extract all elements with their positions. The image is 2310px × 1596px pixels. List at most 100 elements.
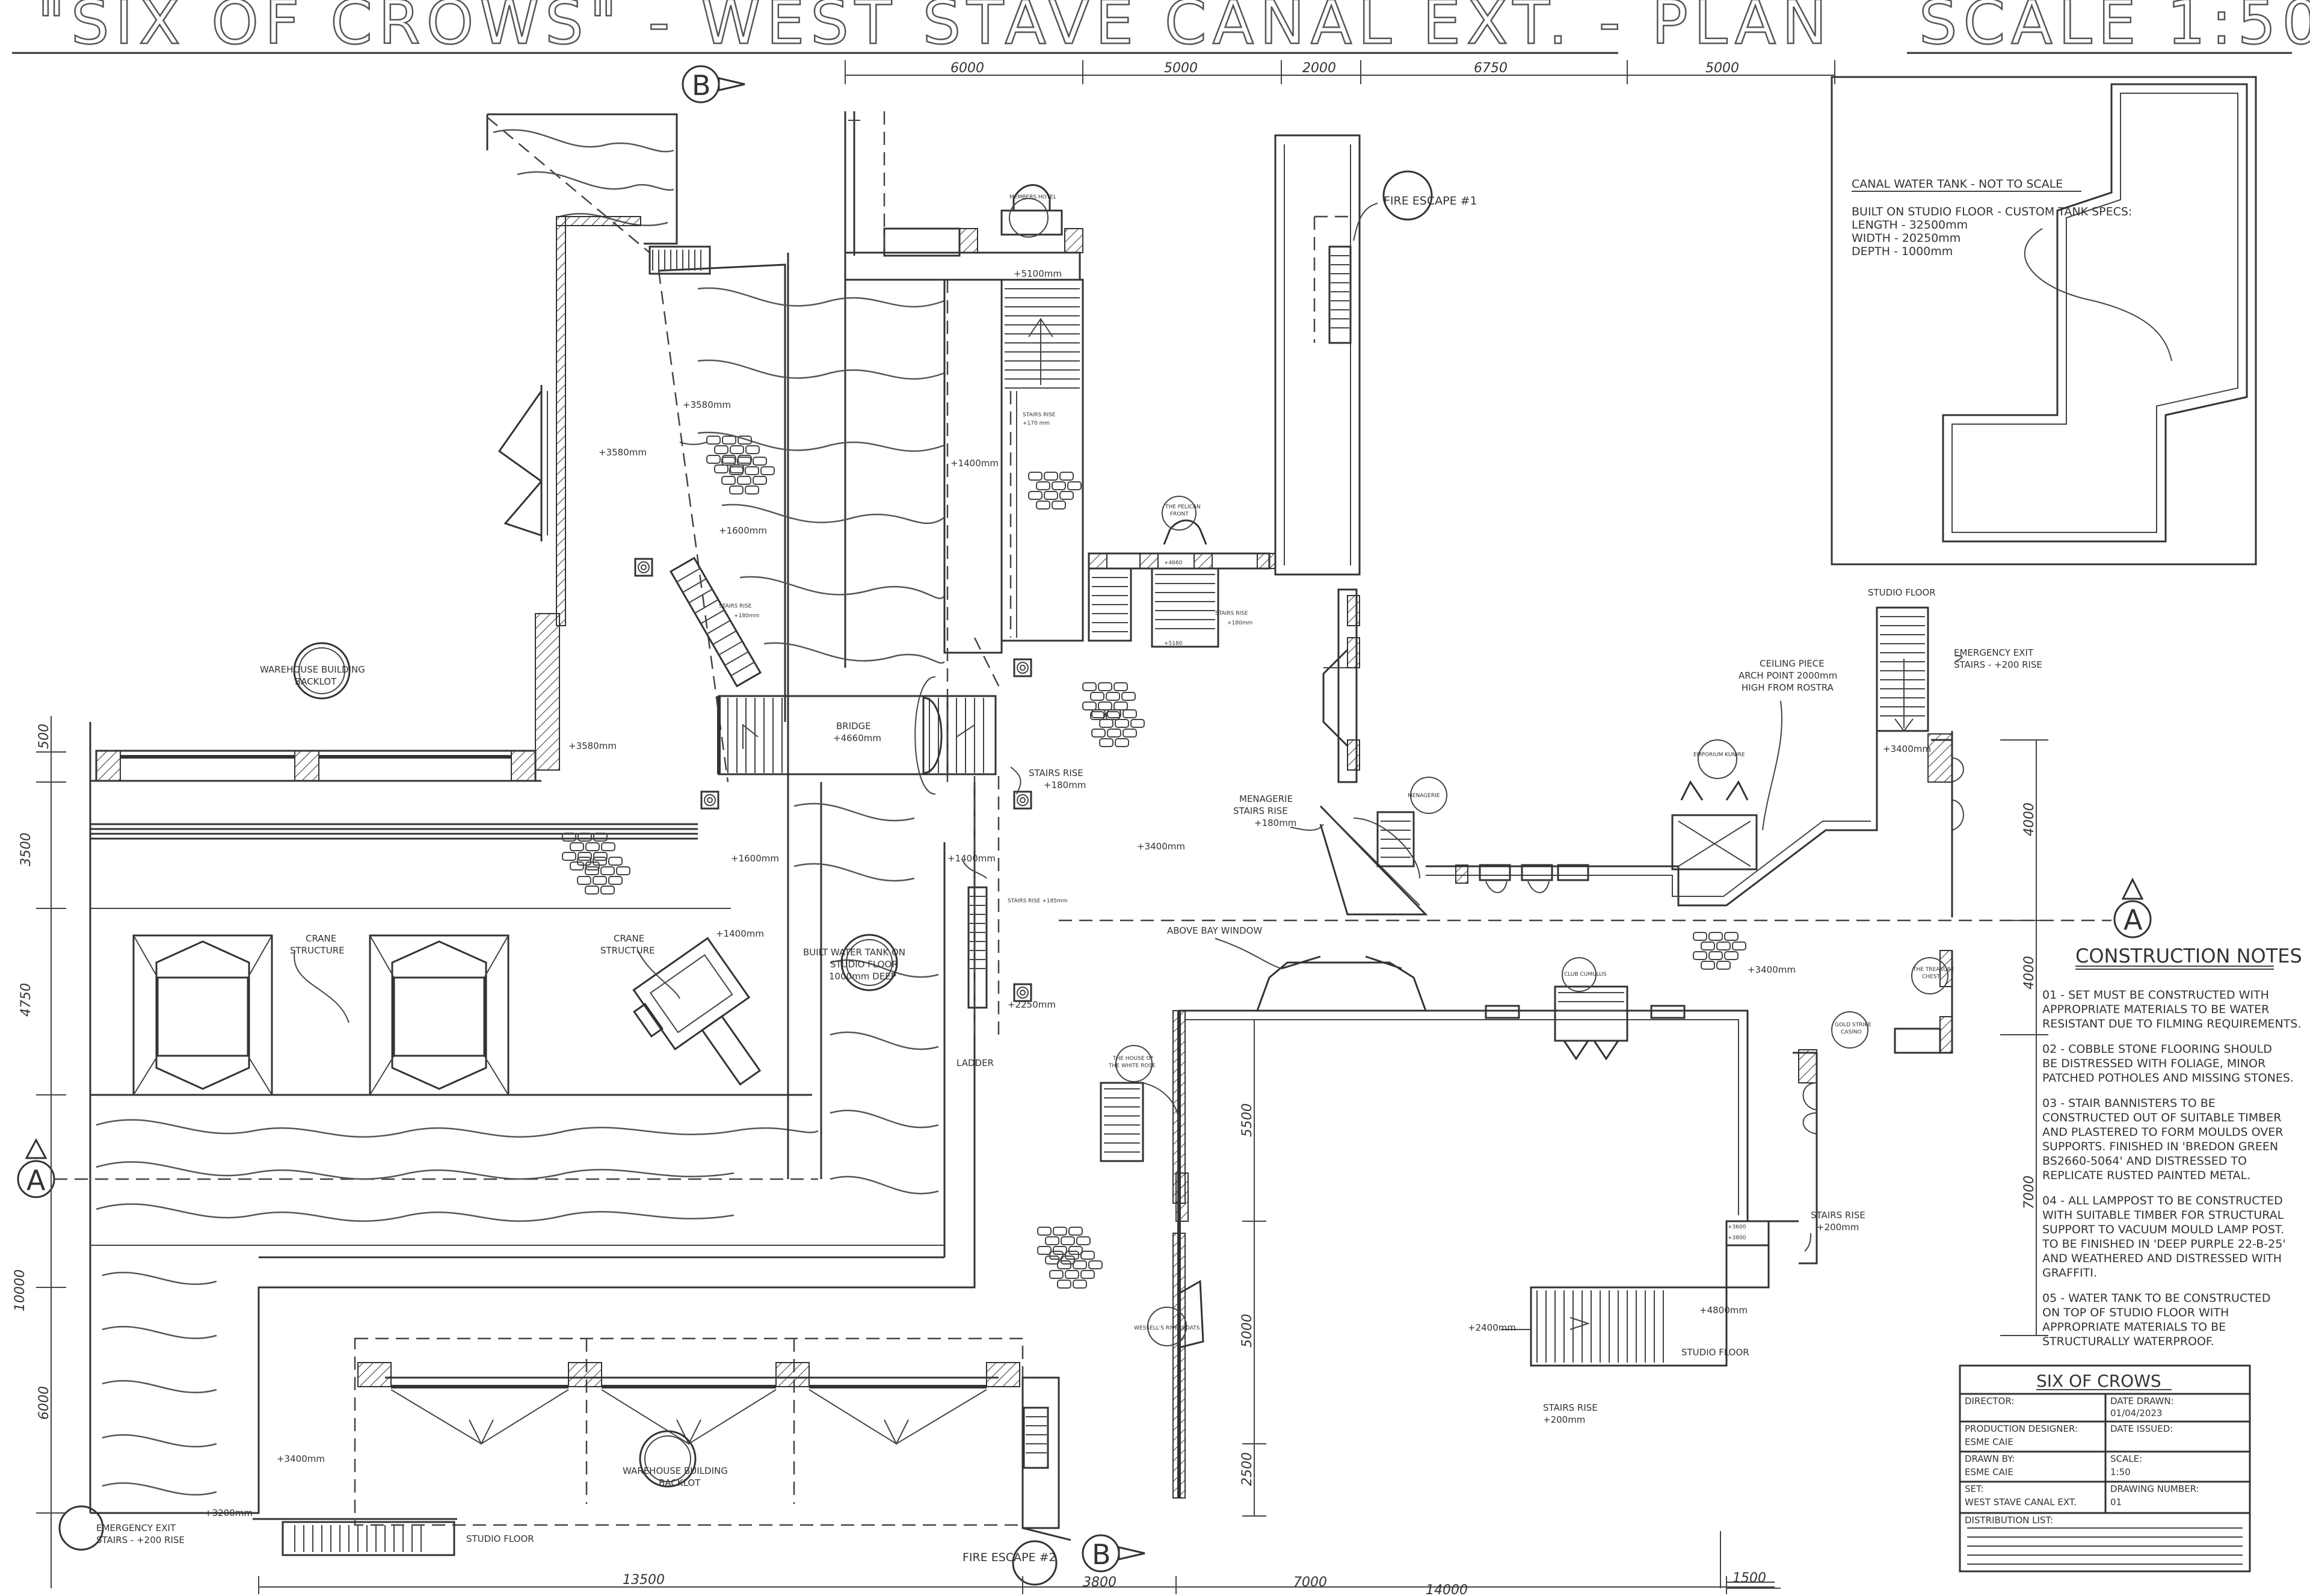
title-block-value: 01 [2110,1497,2122,1508]
menagerie-stairs [1319,805,1428,916]
construction-note-line: 01 - SET MUST BE CONSTRUCTED WITH [2042,988,2269,1002]
venue-label: WESSELL'S RIVERBOATS [1134,1325,1200,1331]
svg-text:A: A [26,1164,46,1197]
level-label: +1400mm [950,458,999,469]
dimension-label: 4000 [2022,956,2037,990]
bridge-label: +4660mm [833,733,881,744]
dimension-label: 6000 [37,1386,52,1420]
fire-escape-1-label: FIRE ESCAPE #1 [1384,194,1477,208]
dimension-label: 500 [37,724,52,749]
title-block-label: DIRECTOR: [1965,1396,2014,1407]
dimension-label: 2500 [1240,1452,1255,1486]
emporium-building [1426,606,1964,1054]
tank-spec-line: BUILT ON STUDIO FLOOR - CUSTOM TANK SPEC… [1852,205,2132,218]
lower-right-building [1100,955,1818,1499]
svg-text:B: B [1092,1538,1111,1571]
construction-notes: CONSTRUCTION NOTES 01 - SET MUST BE CONS… [2042,944,2302,1348]
tank-inset: CANAL WATER TANK - NOT TO SCALE BUILT ON… [1831,76,2257,565]
dimension-label: 5000 [1705,61,1739,76]
title-block-value: WEST STAVE CANAL EXT. [1965,1497,2077,1508]
title-block-label: DATE ISSUED: [2110,1423,2173,1434]
bridge-structure [717,676,997,795]
water-tank-label: STUDIO FLOOR [830,959,898,970]
venue-label: THE WHITE ROSE [1108,1063,1156,1069]
construction-note-line: 03 - STAIR BANNISTERS TO BE [2042,1097,2216,1110]
tank-spec-line: WIDTH - 20250mm [1852,232,1960,245]
plan-labels: FIRE ESCAPE #1 FIRE ESCAPE #2 WAREHOUSE … [96,194,2042,1564]
construction-note-line: 04 - ALL LAMPPOST TO BE CONSTRUCTED [2042,1194,2283,1207]
callout-circles [58,170,1948,1586]
stairs-rise-label: STAIRS RISE [1215,611,1248,617]
water-tank-label: 1000mm DEEP [829,971,896,982]
dimension-label: 7000 [2022,1175,2037,1209]
stairs-rise-label: STAIRS RISE [719,603,752,609]
above-bay-window-label: ABOVE BAY WINDOW [1167,925,1262,936]
crane-label: STRUCTURE [290,945,345,956]
level-label: +3580mm [683,399,731,410]
title-block-label: SCALE: [2110,1453,2142,1464]
drawing-scale: SCALE 1:50 [1919,0,2310,58]
svg-text:A: A [2124,904,2143,936]
ceiling-piece-label: HIGH FROM ROSTRA [1742,682,1834,693]
venue-label: CHEST [1922,974,1940,980]
dimension-label: 1500 [1732,1571,1766,1586]
level-label: +3800 [1728,1235,1746,1241]
dimension-label: 6000 [950,61,984,76]
title-block-label: DATE DRAWN: [2110,1396,2174,1407]
leader-lines [294,203,1963,1330]
title-block-value: ESME CAIE [1965,1467,2013,1477]
studio-floor-label: STUDIO FLOOR [1868,587,1936,598]
water-tank-label: BUILT WATER TANK ON [803,947,905,958]
drawing-title: "SIX OF CROWS" - WEST STAVE CANAL EXT. -… [37,0,1833,58]
title-block-label: SET: [1965,1484,1984,1494]
emergency-exit-label: EMERGENCY EXIT [1954,647,2034,658]
dimension-label: 3800 [1083,1575,1116,1590]
crane-label: CRANE [306,933,336,944]
warehouse-backlot-label: WAREHOUSE BUILDING [260,664,365,675]
title-block-value: 1:50 [2110,1467,2131,1477]
venue-label: GOLD STRIKE [1835,1022,1871,1028]
stairs-rise-label: STAIRS RISE [1023,412,1056,418]
construction-note-line: BS2660-5064' AND DISTRESSED TO [2042,1154,2247,1168]
level-label: +5180 [1164,641,1183,647]
dimension-label: 3500 [19,833,34,866]
level-label: +3580mm [568,741,617,751]
ladder-label: LADDER [956,1058,994,1068]
construction-note-line: SUPPORTS. FINISHED IN 'BREDON GREEN [2042,1140,2278,1153]
lower-warehouse [253,1337,1071,1556]
warehouse-backlot-label: BACKLOT [659,1477,701,1488]
stairs-rise-label: +170 mm [1023,421,1050,427]
construction-note-line: REPLICATE RUSTED PAINTED METAL. [2042,1169,2250,1182]
section-marker-b-bottom: B [1082,1534,1145,1573]
level-label: +2400mm [1468,1322,1516,1333]
section-marker-a-left: A [17,1138,818,1198]
construction-note-line: BE DISTRESSED WITH FOLIAGE, MINOR [2042,1057,2265,1070]
menagerie-stairs-label: MENAGERIE [1239,793,1293,804]
fire-escape-2-label: FIRE ESCAPE #2 [962,1551,1056,1564]
left-dimension-line: 500 3500 4750 10000 6000 [13,716,66,1588]
level-label: +3200mm [205,1508,253,1518]
diagonal-stairs [669,556,762,688]
stairs-rise-label: STAIRS RISE +185mm [1008,898,1068,904]
menagerie-stairs-label: STAIRS RISE [1233,806,1288,816]
level-label: +3400mm [277,1453,325,1464]
tank-spec-line: DEPTH - 1000mm [1852,245,1953,258]
level-label: +4660 [1164,560,1183,566]
bottom-dimension-line: 13500 3800 7000 14000 1500 [258,1531,1781,1596]
construction-note-line: APPROPRIATE MATERIALS TO BE WATER [2042,1003,2269,1016]
stairs-rise-label: +200mm [1817,1222,1859,1233]
crane-structure-rotated [632,937,762,1086]
venue-label: THE TREASURE [1912,967,1954,973]
crane-label: STRUCTURE [600,945,655,956]
lampposts [634,558,1032,1002]
section-marker-a-right: A [1059,877,2152,938]
emergency-exit-label: STAIRS - +200 RISE [96,1535,185,1545]
emergency-exit-label: STAIRS - +200 RISE [1954,659,2042,670]
venue-label: THE HOUSE OF [1112,1056,1154,1062]
level-label: +3580mm [599,447,647,458]
level-label: +5100mm [1014,268,1062,279]
title-block-label: DISTRIBUTION LIST: [1965,1515,2053,1526]
dimension-label: 14000 [1426,1583,1468,1596]
svg-text:B: B [692,69,711,102]
